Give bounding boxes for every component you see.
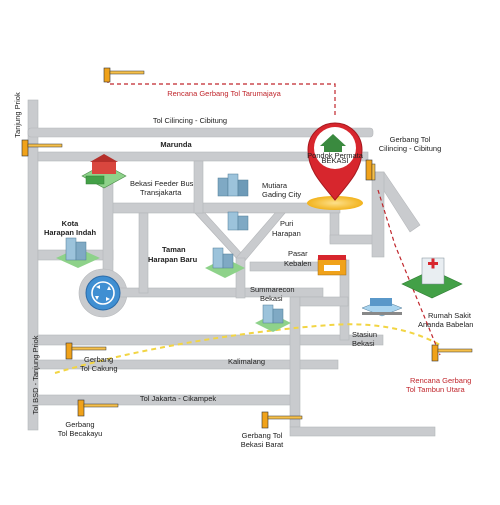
label-gerbang-bekasi-barat-2: Bekasi Barat xyxy=(241,440,284,449)
label-gerbang-cilincing-2: Cilincing - Cibitung xyxy=(379,144,442,153)
logo-text-2: BEKASI xyxy=(321,156,348,165)
road-tol-cilincing xyxy=(27,127,374,138)
label-gerbang-cilincing-1: Gerbang Tol xyxy=(390,135,431,144)
label-tol-jakarta-cikampek: Tol Jakarta - Cikampek xyxy=(140,394,217,403)
toll-gate-becakayu xyxy=(77,399,119,417)
label-taman-harapan-1: Taman xyxy=(162,245,186,254)
logo-text-1: Pondok Permata xyxy=(307,151,364,160)
label-kalimalang: Kalimalang xyxy=(228,357,265,366)
label-bekasi-feeder-2: Transjakarta xyxy=(140,188,182,197)
toll-gate-tarumajaya xyxy=(103,67,145,83)
label-summarecon-2: Bekasi xyxy=(260,294,283,303)
road-horizontal-2 xyxy=(109,202,341,214)
logo-roof-icon xyxy=(320,134,346,146)
label-plan-tambun-2: Tol Tambun Utara xyxy=(406,385,465,394)
road-right-mid xyxy=(299,296,349,307)
road-vertical-mid-2 xyxy=(193,160,204,214)
label-gerbang-bekasi-barat-1: Gerbang Tol xyxy=(242,431,283,440)
plan-line-tarumajaya xyxy=(107,79,336,118)
kota-harapan-indah-icon xyxy=(56,237,100,268)
label-pasar-kebalen-2: Kebalen xyxy=(284,259,312,268)
label-bekasi-feeder-1: Bekasi Feeder Bus xyxy=(130,179,194,188)
road-vertical-left-2 xyxy=(138,212,149,294)
location-pin: Pondok Permata BEKASI xyxy=(307,122,364,210)
label-tanjung-priok: Tanjung Priok xyxy=(13,92,22,138)
train-station-icon xyxy=(361,298,403,317)
label-puri-harapan-1: Puri xyxy=(280,219,294,228)
bus-terminal-icon xyxy=(81,154,127,189)
road-tanjung-priok xyxy=(27,99,39,431)
pasar-kebalen-icon xyxy=(317,255,347,276)
label-stasiun-1: Stasiun xyxy=(352,330,377,339)
label-gerbang-becakayu-2: Tol Becakayu xyxy=(58,429,103,438)
hospital-icon xyxy=(401,257,463,299)
toll-gate-tambun xyxy=(431,344,473,362)
label-kota-harapan-2: Harapan Indah xyxy=(44,228,97,237)
roundabout xyxy=(85,275,121,311)
label-mutiara-1: Mutiara xyxy=(262,181,288,190)
map-labels: Rencana Gerbang Tol Tarumajaya Tanjung P… xyxy=(13,89,473,449)
label-gerbang-cakung-2: Tol Cakung xyxy=(80,364,118,373)
plan-line-tambun xyxy=(377,189,441,356)
label-marunda: Marunda xyxy=(160,140,192,149)
label-plan-tambun-1: Rencana Gerbang xyxy=(410,376,471,385)
label-gerbang-cakung-1: Gerbang xyxy=(84,355,113,364)
road-network xyxy=(27,99,436,437)
label-taman-harapan-2: Harapan Baru xyxy=(148,255,198,264)
label-pasar-kebalen-1: Pasar xyxy=(288,249,308,258)
road-lower xyxy=(37,334,384,346)
road-pin-right-h xyxy=(329,234,376,245)
label-plan-tarumajaya: Rencana Gerbang Tol Tarumajaya xyxy=(167,89,281,98)
label-kota-harapan-1: Kota xyxy=(62,219,79,228)
toll-gate-cakung xyxy=(65,342,107,360)
label-tol-bsd: Tol BSD - Tanjung Priok xyxy=(31,335,40,414)
label-gerbang-becakayu-1: Gerbang xyxy=(65,420,94,429)
taman-harapan-icon xyxy=(205,247,245,278)
road-bottom xyxy=(289,426,436,437)
toll-gate-tanjung-priok xyxy=(21,139,63,157)
toll-gates xyxy=(21,67,473,429)
toll-gate-cilincing xyxy=(365,159,376,181)
label-puri-harapan-2: Harapan xyxy=(272,229,301,238)
mutiara-buildings-icon xyxy=(217,173,249,197)
label-mutiara-2: Gading City xyxy=(262,190,301,199)
label-rumah-sakit-1: Rumah Sakit xyxy=(428,311,472,320)
label-tol-cilincing: Tol Cilincing - Cibitung xyxy=(153,116,227,125)
toll-gate-bekasi-barat xyxy=(261,411,303,429)
new-road-dashed xyxy=(54,323,441,374)
puri-harapan-icon xyxy=(227,211,249,231)
label-stasiun-2: Bekasi xyxy=(352,339,375,348)
road-kalimalang xyxy=(37,359,339,370)
label-summarecon-1: Summarecon xyxy=(250,285,295,294)
road-right-vertical xyxy=(371,171,385,258)
label-rumah-sakit-2: Ananda Babelan xyxy=(418,320,473,329)
summarecon-icon xyxy=(255,304,291,332)
road-vertical-mid xyxy=(235,257,246,299)
road-right-lower xyxy=(289,296,301,428)
